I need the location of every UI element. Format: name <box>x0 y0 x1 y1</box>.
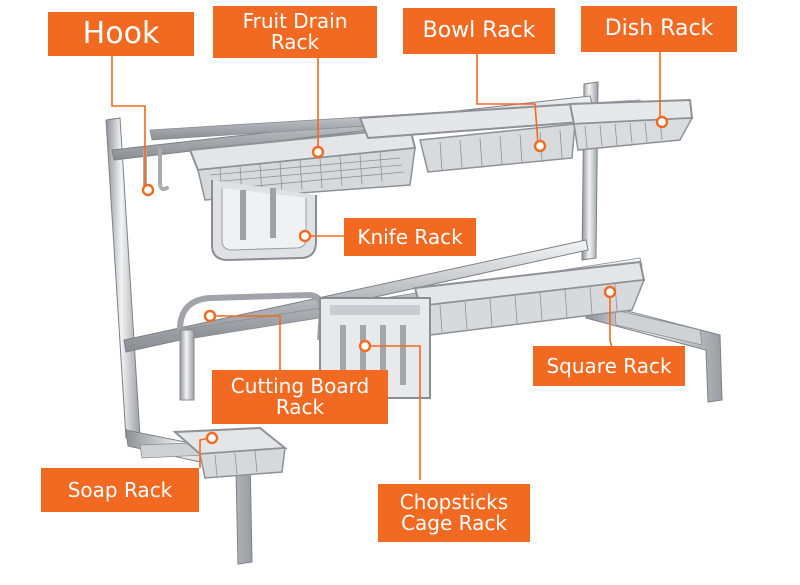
label-cutting-line2: Rack <box>275 395 325 419</box>
label-chopsticks-line1: Chopsticks <box>399 490 509 514</box>
label-bowl-rack-text: Bowl Rack <box>422 18 536 44</box>
label-chopsticks-line2: Cage Rack <box>401 511 507 535</box>
label-bowl-rack: Bowl Rack <box>403 8 555 54</box>
cutting-pointer <box>203 309 217 323</box>
knife-rack <box>211 180 317 262</box>
label-fruit-drain-line2: Rack <box>270 30 320 54</box>
pointer-dots <box>141 115 669 445</box>
chopsticks-pointer <box>358 339 372 353</box>
label-knife-rack: Knife Rack <box>344 218 476 256</box>
knife-pointer <box>298 229 312 243</box>
dish-pointer <box>655 115 669 129</box>
label-soap-rack-text: Soap Rack <box>67 477 173 502</box>
square-pointer <box>603 285 617 299</box>
label-cutting-board-rack: Cutting Board Rack <box>212 370 388 424</box>
label-dish-rack: Dish Rack <box>581 6 737 52</box>
leader-lines <box>111 44 661 480</box>
label-chopsticks-cage-rack: Chopsticks Cage Rack <box>378 484 530 542</box>
bowl-rack-basket <box>358 102 584 173</box>
label-dish-rack-text: Dish Rack <box>604 16 714 42</box>
label-square-rack: Square Rack <box>533 346 685 386</box>
fruit-drain-pointer <box>311 145 325 159</box>
dish-rack-basket <box>568 98 694 151</box>
hook-pointer <box>141 183 155 197</box>
label-soap-rack: Soap Rack <box>41 468 199 512</box>
label-fruit-drain-line1: Fruit Drain <box>242 9 348 33</box>
soap-rack-basket <box>172 426 288 479</box>
label-knife-rack-text: Knife Rack <box>357 224 463 249</box>
bowl-pointer <box>533 139 547 153</box>
soap-pointer <box>205 431 219 445</box>
label-hook: Hook <box>48 12 194 56</box>
label-hook-text: Hook <box>82 16 160 52</box>
label-cutting-line1: Cutting Board <box>230 374 370 398</box>
label-square-rack-text: Square Rack <box>546 353 672 378</box>
label-fruit-drain-rack: Fruit Drain Rack <box>213 6 377 58</box>
